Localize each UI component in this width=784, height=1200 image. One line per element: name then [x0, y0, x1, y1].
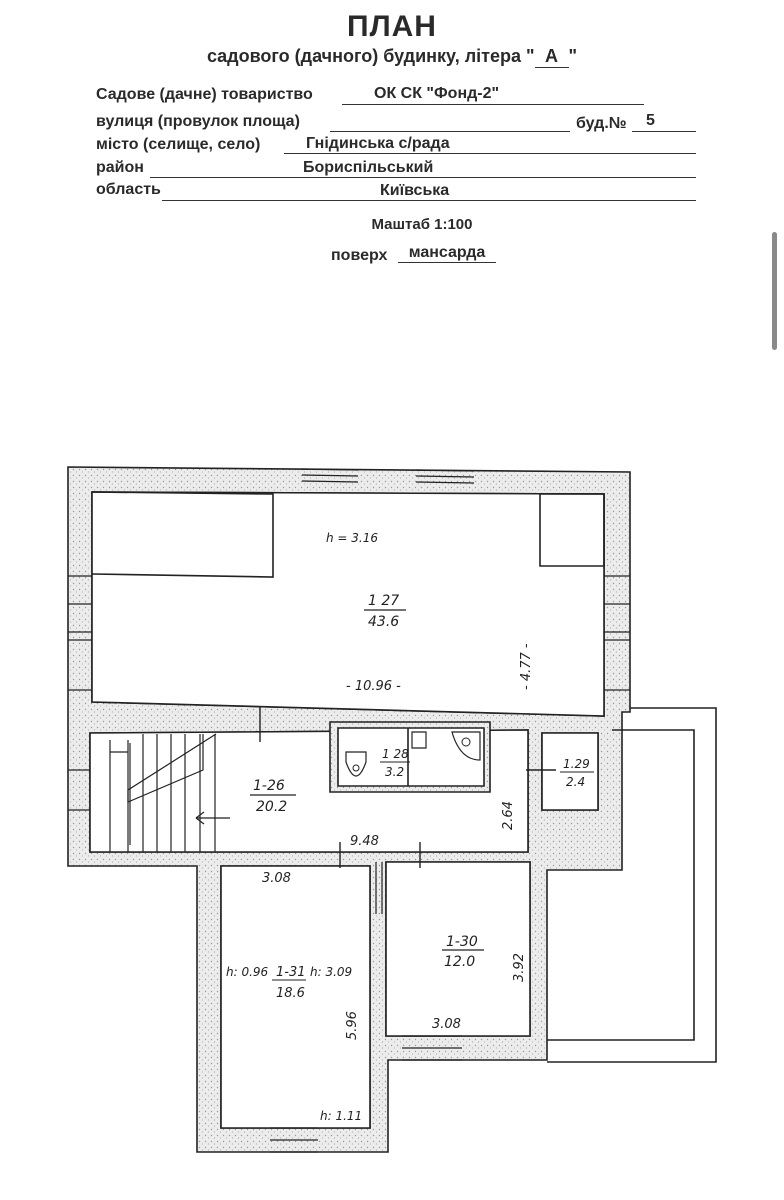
- dim-depth-top: - 4.77 -: [519, 643, 534, 690]
- street-line: [330, 131, 570, 132]
- door-marks: [259, 706, 556, 868]
- room-1-26-area: 20.2: [256, 799, 287, 815]
- building-line: [632, 131, 696, 132]
- document-subtitle: садового (дачного) будинку, літера "А": [0, 46, 784, 68]
- region-value: Київська: [380, 182, 450, 199]
- dim-room31-width: 3.08: [262, 871, 291, 886]
- scrollbar-thumb[interactable]: [772, 232, 777, 350]
- scale-label: Маштаб 1:100: [371, 216, 473, 233]
- district-label: район: [96, 159, 144, 176]
- windows: [68, 468, 630, 1153]
- room-1-31-label: 1-31: [276, 965, 306, 980]
- building-value: 5: [646, 112, 655, 129]
- room-1-28-area: 3.2: [385, 765, 404, 779]
- street-label: вулиця (провулок площа): [96, 113, 300, 130]
- dim-room31-h-left: h: 0.96: [226, 965, 269, 979]
- dim-length-top: - 10.96 -: [346, 679, 401, 694]
- staircase: [109, 733, 230, 852]
- room-1-27-label: 1 27: [368, 593, 399, 609]
- region-label: область: [96, 181, 161, 198]
- floor-value: мансарда: [398, 244, 496, 263]
- room-1-30-area: 12.0: [444, 954, 475, 970]
- terrace-outline: [547, 707, 717, 1063]
- partnership-line: [342, 104, 644, 105]
- building-letter: А: [534, 46, 569, 68]
- subtitle-suffix: ": [568, 46, 578, 66]
- dim-room30-depth: 3.92: [512, 953, 527, 982]
- dim-corridor-depth: 2.64: [501, 801, 516, 830]
- dim-room31-h-right: h: 3.09: [310, 965, 352, 979]
- room-1-30-label: 1-30: [446, 934, 478, 950]
- region-line: [162, 200, 696, 201]
- dim-room30-width: 3.08: [432, 1017, 461, 1032]
- room-1-27-area: 43.6: [368, 614, 399, 630]
- room-1-29-label: 1.29: [563, 757, 590, 771]
- dim-room31-depth: 5.96: [345, 1011, 360, 1040]
- city-value: Гнідинська с/рада: [306, 135, 450, 152]
- building-label: буд.№: [576, 115, 627, 132]
- city-label: місто (селище, село): [96, 136, 261, 153]
- room-1-28-label: 1 28: [382, 747, 409, 761]
- room-1-29-area: 2.4: [566, 775, 585, 789]
- city-line: [284, 153, 696, 154]
- partnership-label: Садове (дачне) товариство: [96, 86, 313, 103]
- dim-h-top: h = 3.16: [326, 531, 378, 545]
- room-1-26-label: 1-26: [253, 778, 285, 794]
- district-value: Бориспільський: [303, 159, 434, 176]
- district-line: [150, 177, 696, 178]
- floor-label: поверх: [331, 247, 388, 264]
- room-1-31-area: 18.6: [276, 986, 305, 1001]
- subtitle-prefix: садового (дачного) будинку, літера ": [206, 46, 535, 66]
- dim-room31-bottom: h: 1.11: [320, 1109, 362, 1123]
- partnership-value: ОК СК "Фонд-2": [374, 85, 500, 102]
- dim-corridor-len: 9.48: [350, 834, 379, 849]
- document-title: ПЛАН: [347, 10, 437, 43]
